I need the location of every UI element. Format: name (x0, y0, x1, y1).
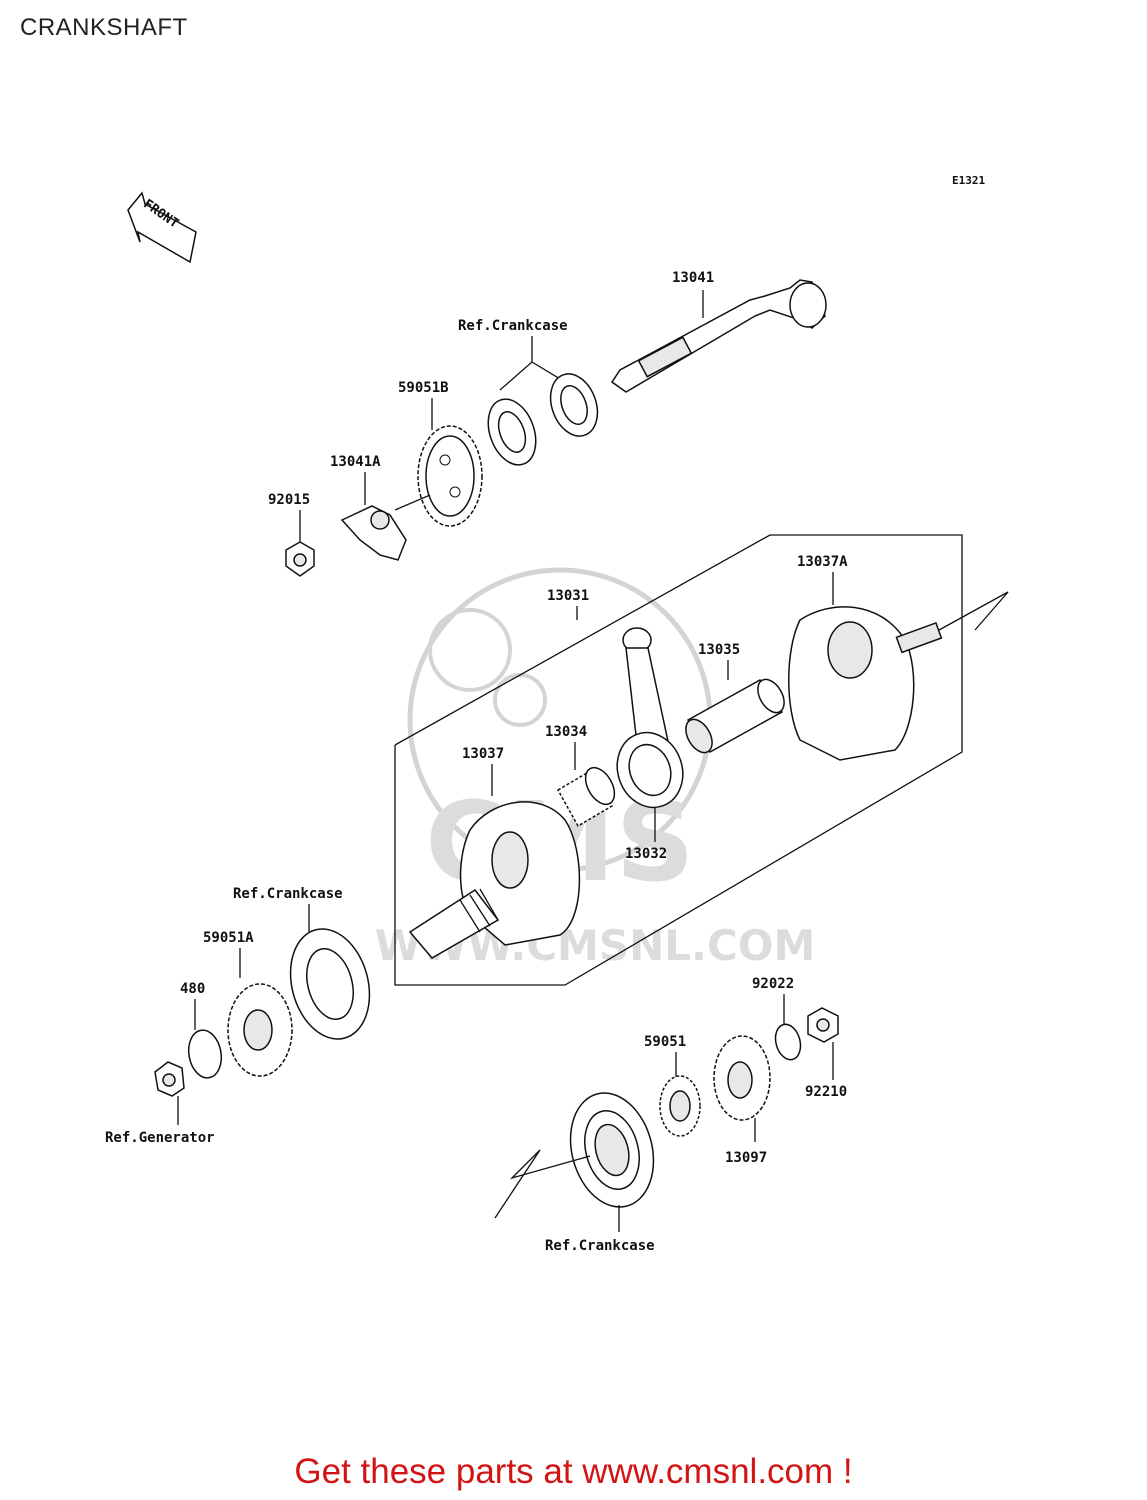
label-59051B: 59051B (398, 380, 449, 396)
bearing-bottom (569, 1092, 655, 1208)
label-92022: 92022 (752, 976, 794, 992)
label-13035: 13035 (698, 642, 740, 658)
gear-59051B (417, 425, 483, 527)
label-13037: 13037 (462, 746, 504, 762)
circlip-480 (187, 1029, 223, 1079)
crank-half-13037 (408, 801, 581, 959)
nut-92210 (807, 1007, 839, 1043)
page-title: CRANKSHAFT (20, 14, 188, 41)
label-13034: 13034 (545, 724, 587, 740)
label-13097: 13097 (725, 1150, 767, 1166)
balancer-weight-part (340, 505, 407, 561)
balancer-shaft-part (610, 279, 827, 393)
connecting-rod-13032 (616, 627, 684, 809)
label-13041: 13041 (672, 270, 714, 286)
label-13041A: 13041A (330, 454, 381, 470)
crank-half-13037A (788, 606, 943, 761)
label-92210: 92210 (805, 1084, 847, 1100)
label-13031: 13031 (547, 588, 589, 604)
nut-92015 (285, 541, 315, 577)
label-13032: 13032 (625, 846, 667, 862)
crank-pin-13035 (685, 678, 785, 754)
label-59051: 59051 (644, 1034, 686, 1050)
front-arrow-icon: FRONT (127, 191, 197, 264)
label-ref-crankcase-mid: Ref.Crankcase (233, 886, 343, 902)
gear-59051A (227, 983, 293, 1077)
diagram-code: E1321 (952, 174, 985, 187)
footer-promo-text[interactable]: Get these parts at www.cmsnl.com ! (294, 1452, 853, 1491)
gear-59051 (659, 1075, 701, 1137)
label-480: 480 (180, 981, 205, 997)
bearing-top-left (487, 398, 537, 466)
label-13037A: 13037A (797, 554, 848, 570)
washer-92022 (774, 1023, 802, 1061)
bearing-mid (289, 928, 371, 1040)
label-ref-crankcase-bottom: Ref.Crankcase (545, 1238, 655, 1254)
bearing-top-right (549, 373, 599, 437)
label-ref-generator: Ref.Generator (105, 1130, 215, 1146)
gear-13097 (713, 1035, 771, 1121)
label-59051A: 59051A (203, 930, 254, 946)
label-ref-crankcase-top: Ref.Crankcase (458, 318, 568, 334)
needle-bearing-13034 (556, 766, 616, 828)
label-92015: 92015 (268, 492, 310, 508)
generator-nut (154, 1061, 185, 1097)
assembly-bracket (394, 534, 963, 986)
